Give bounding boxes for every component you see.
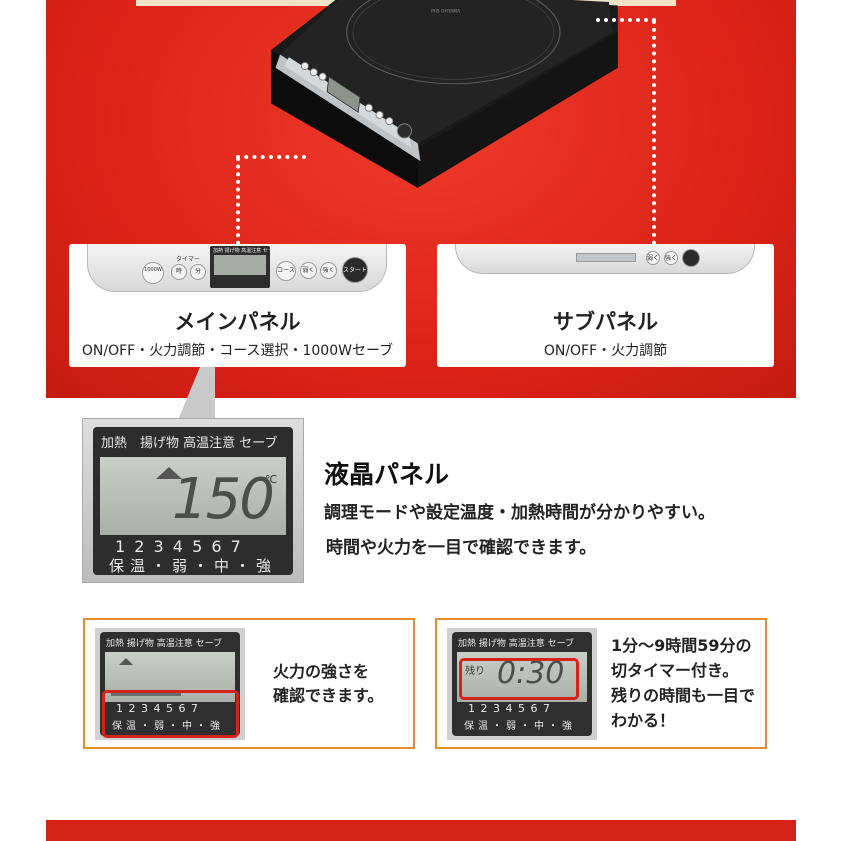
power-level-box: 加熱 揚げ物 高温注意 セーブ 1 2 3 4 5 6 7 保温・弱・中・強 火… xyxy=(83,618,415,749)
timer-text-1: 1分～9時間59分の xyxy=(611,636,752,655)
sub-panel-title: サブパネル xyxy=(553,310,658,334)
sub-power-button[interactable] xyxy=(682,249,700,267)
timer-text-2: 切タイマー付き。 xyxy=(611,661,739,680)
large-lcd-header: 加熱 揚げ物 高温注意 セーブ xyxy=(101,436,278,451)
start-button[interactable]: スタート xyxy=(342,257,368,283)
sub-panel-card: 弱く 強く サブパネル ON/OFF・火力調節 xyxy=(437,244,774,367)
sub-weak-button[interactable]: 弱く xyxy=(646,251,660,265)
power-lcd-header: 加熱 揚げ物 高温注意 セーブ xyxy=(106,639,223,649)
power-text-2: 確認できます。 xyxy=(273,686,384,705)
large-lcd-frame: 加熱 揚げ物 高温注意 セーブ 150 ℃ 1 2 3 4 5 6 7 保温・弱… xyxy=(82,418,304,583)
large-lcd-levels: 1 2 3 4 5 6 7 xyxy=(115,537,241,556)
lcd-panel-desc-2: 時間や火力を一目で確認できます。 xyxy=(326,538,597,558)
callout-pointer xyxy=(175,367,215,427)
timer-box: 加熱 揚げ物 高温注意 セーブ 残り 0:30 1 2 3 4 5 6 7 保温… xyxy=(435,618,767,749)
connector-line-main-h xyxy=(236,155,306,159)
power-lcd-levels: 1 2 3 4 5 6 7 xyxy=(116,702,198,715)
strong-button[interactable]: 強く xyxy=(320,262,337,279)
up-arrow-icon xyxy=(156,467,182,479)
timer-value: 0:30 xyxy=(497,656,565,691)
weak-button[interactable]: 弱く xyxy=(300,262,317,279)
main-panel-subtitle: ON/OFF・火力調節・コース選択・1000Wセーブ xyxy=(81,343,394,359)
large-lcd-level-words: 保温・弱・中・強 xyxy=(109,557,278,575)
main-lcd: 加熱 揚げ物 高温注意 セーブ xyxy=(210,246,277,288)
timer-highlight-frame xyxy=(459,658,579,700)
connector-line-main-v xyxy=(236,157,240,245)
connector-line-sub-v xyxy=(652,20,656,245)
main-panel-strip: 1000W 時 分 加熱 揚げ物 高温注意 セーブ コース 弱く 強く スタート… xyxy=(87,244,387,292)
temperature-unit: ℃ xyxy=(265,473,278,486)
main-panel-card: 1000W 時 分 加熱 揚げ物 高温注意 セーブ コース 弱く 強く スタート… xyxy=(69,244,406,367)
main-lcd-header: 加熱 揚げ物 高温注意 セーブ xyxy=(213,248,278,254)
timer-lcd-level-words: 保温・弱・中・強 xyxy=(464,721,576,732)
main-panel-title: メインパネル xyxy=(174,310,301,334)
stove-brand-text: IRIS OHYAMA xyxy=(431,9,460,15)
power-lcd-frame: 加熱 揚げ物 高温注意 セーブ 1 2 3 4 5 6 7 保温・弱・中・強 xyxy=(95,628,245,740)
remaining-label: 残り xyxy=(465,666,485,677)
power-lcd-screen xyxy=(105,652,235,702)
timer-lcd-header: 加熱 揚げ物 高温注意 セーブ xyxy=(458,639,575,649)
lcd-panel-title: 液晶パネル xyxy=(324,460,450,489)
lcd-panel-desc-1: 調理モードや設定温度・加熱時間が分かりやすい。 xyxy=(324,503,715,523)
temperature-value: 150 xyxy=(172,467,275,532)
sub-panel-subtitle: ON/OFF・火力調節 xyxy=(543,343,668,359)
course-button[interactable]: コース xyxy=(276,261,296,281)
power-level-bars xyxy=(111,692,181,696)
minute-button[interactable]: 分 xyxy=(190,264,206,280)
power-lcd-bezel: 加熱 揚げ物 高温注意 セーブ 1 2 3 4 5 6 7 保温・弱・中・強 xyxy=(100,632,240,736)
hour-button[interactable]: 時 xyxy=(171,264,187,280)
connector-line-sub-h xyxy=(596,18,656,22)
timer-text-4: わかる！ xyxy=(611,711,676,730)
power-highlight-frame xyxy=(102,690,239,738)
large-lcd-bezel: 加熱 揚げ物 高温注意 セーブ 150 ℃ 1 2 3 4 5 6 7 保温・弱… xyxy=(93,427,293,575)
sub-panel-strip: 弱く 強く xyxy=(455,244,755,274)
timer-label: タイマー xyxy=(176,256,201,263)
power-lcd-level-words: 保温・弱・中・強 xyxy=(112,721,224,732)
power-text-1: 火力の強さを xyxy=(273,662,370,681)
timer-lcd-levels: 1 2 3 4 5 6 7 xyxy=(468,702,550,715)
up-arrow-icon xyxy=(119,658,133,665)
bottom-red-band xyxy=(46,820,796,841)
timer-text-3: 残りの時間も一目で xyxy=(611,686,756,705)
induction-cooktop-image: IRIS OHYAMA xyxy=(271,0,618,188)
timer-lcd-frame: 加熱 揚げ物 高温注意 セーブ 残り 0:30 1 2 3 4 5 6 7 保温… xyxy=(447,628,597,740)
large-lcd-screen: 150 ℃ xyxy=(100,457,286,535)
sub-strong-button[interactable]: 強く xyxy=(664,251,678,265)
save-1000w-button[interactable]: 1000W xyxy=(142,262,164,284)
